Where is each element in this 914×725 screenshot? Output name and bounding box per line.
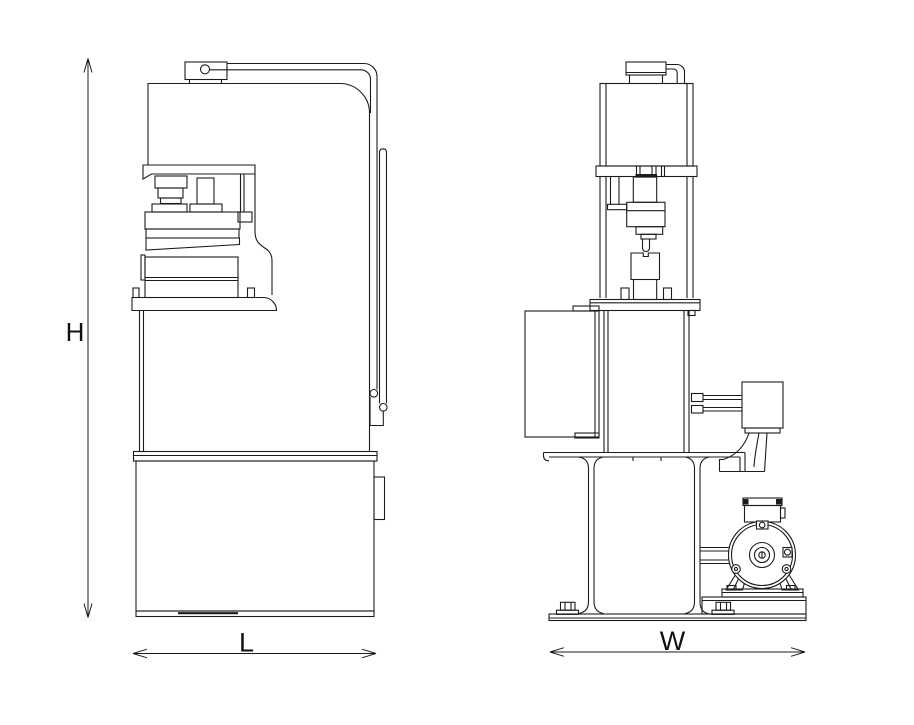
press-head-side bbox=[142, 82, 371, 452]
pump-coupling-lines bbox=[700, 546, 731, 565]
cylinder-cap-side bbox=[184, 61, 228, 84]
table-plate-front bbox=[589, 298, 701, 317]
cap-port-icon bbox=[199, 64, 211, 75]
pipe-stub bbox=[690, 392, 704, 403]
ram-tooling-side bbox=[144, 174, 253, 251]
electric-motor bbox=[700, 497, 800, 591]
arrow-left-icon bbox=[549, 647, 565, 657]
arrow-right-icon bbox=[361, 648, 377, 659]
table-post bbox=[662, 287, 673, 301]
motor-rim-bolt bbox=[781, 564, 792, 574]
arrow-up-icon bbox=[83, 58, 93, 73]
valve-box bbox=[741, 381, 784, 429]
hose bbox=[763, 432, 768, 472]
anchor-bolt bbox=[711, 601, 735, 615]
arrow-right-icon bbox=[790, 647, 806, 657]
pipe-stub bbox=[690, 404, 704, 414]
cabinet-handle[interactable] bbox=[373, 476, 386, 521]
hose bbox=[718, 432, 750, 472]
workpiece-front bbox=[620, 252, 673, 301]
anchor-bolt bbox=[555, 601, 580, 615]
h-dimension: H bbox=[66, 58, 93, 618]
length-dimension-label: L bbox=[239, 628, 254, 658]
main-column-front bbox=[603, 310, 690, 453]
arrow-left-icon bbox=[132, 648, 148, 659]
table-bolt bbox=[246, 287, 256, 299]
guide-rod bbox=[239, 174, 245, 212]
l-dimension: L bbox=[132, 628, 377, 659]
arrow-down-icon bbox=[83, 603, 93, 618]
ram-front bbox=[606, 176, 666, 253]
pedestal-ibeam bbox=[542, 451, 746, 615]
motor-terminal-box bbox=[742, 497, 786, 523]
cylinder-cap-front bbox=[625, 61, 686, 84]
table-leg bbox=[138, 310, 145, 452]
crosshead-flange bbox=[595, 165, 698, 178]
table-post bbox=[620, 287, 630, 301]
table-lip bbox=[140, 254, 146, 281]
control-box[interactable] bbox=[524, 305, 600, 439]
pipe-bracket bbox=[369, 397, 384, 427]
front-view: W bbox=[524, 61, 807, 657]
frame-guide-plates bbox=[599, 176, 694, 298]
table-bolt bbox=[132, 287, 140, 299]
pipe-fitting-icon bbox=[378, 402, 388, 412]
cylinder-body-front bbox=[599, 82, 694, 167]
motor-side-boss bbox=[782, 546, 793, 558]
worktable-side bbox=[131, 254, 278, 452]
motor-eyebolt bbox=[755, 520, 769, 530]
motor-rim-bolt bbox=[731, 564, 741, 574]
motor-shaft-hub bbox=[748, 541, 776, 569]
hydraulic-pipes-side bbox=[209, 62, 388, 427]
pump-platform bbox=[701, 596, 807, 615]
height-dimension-label: H bbox=[66, 317, 85, 347]
press-tip bbox=[641, 239, 651, 253]
frame-throat-edge bbox=[254, 174, 273, 295]
pipe-fitting-icon bbox=[369, 388, 379, 398]
base-plate bbox=[548, 588, 807, 622]
width-dimension-label: W bbox=[660, 626, 686, 656]
cabinet-base bbox=[132, 450, 386, 618]
hose bbox=[753, 432, 760, 468]
anti-rotation-rod bbox=[609, 176, 620, 205]
side-view: H bbox=[66, 58, 388, 659]
w-dimension: W bbox=[549, 626, 806, 657]
